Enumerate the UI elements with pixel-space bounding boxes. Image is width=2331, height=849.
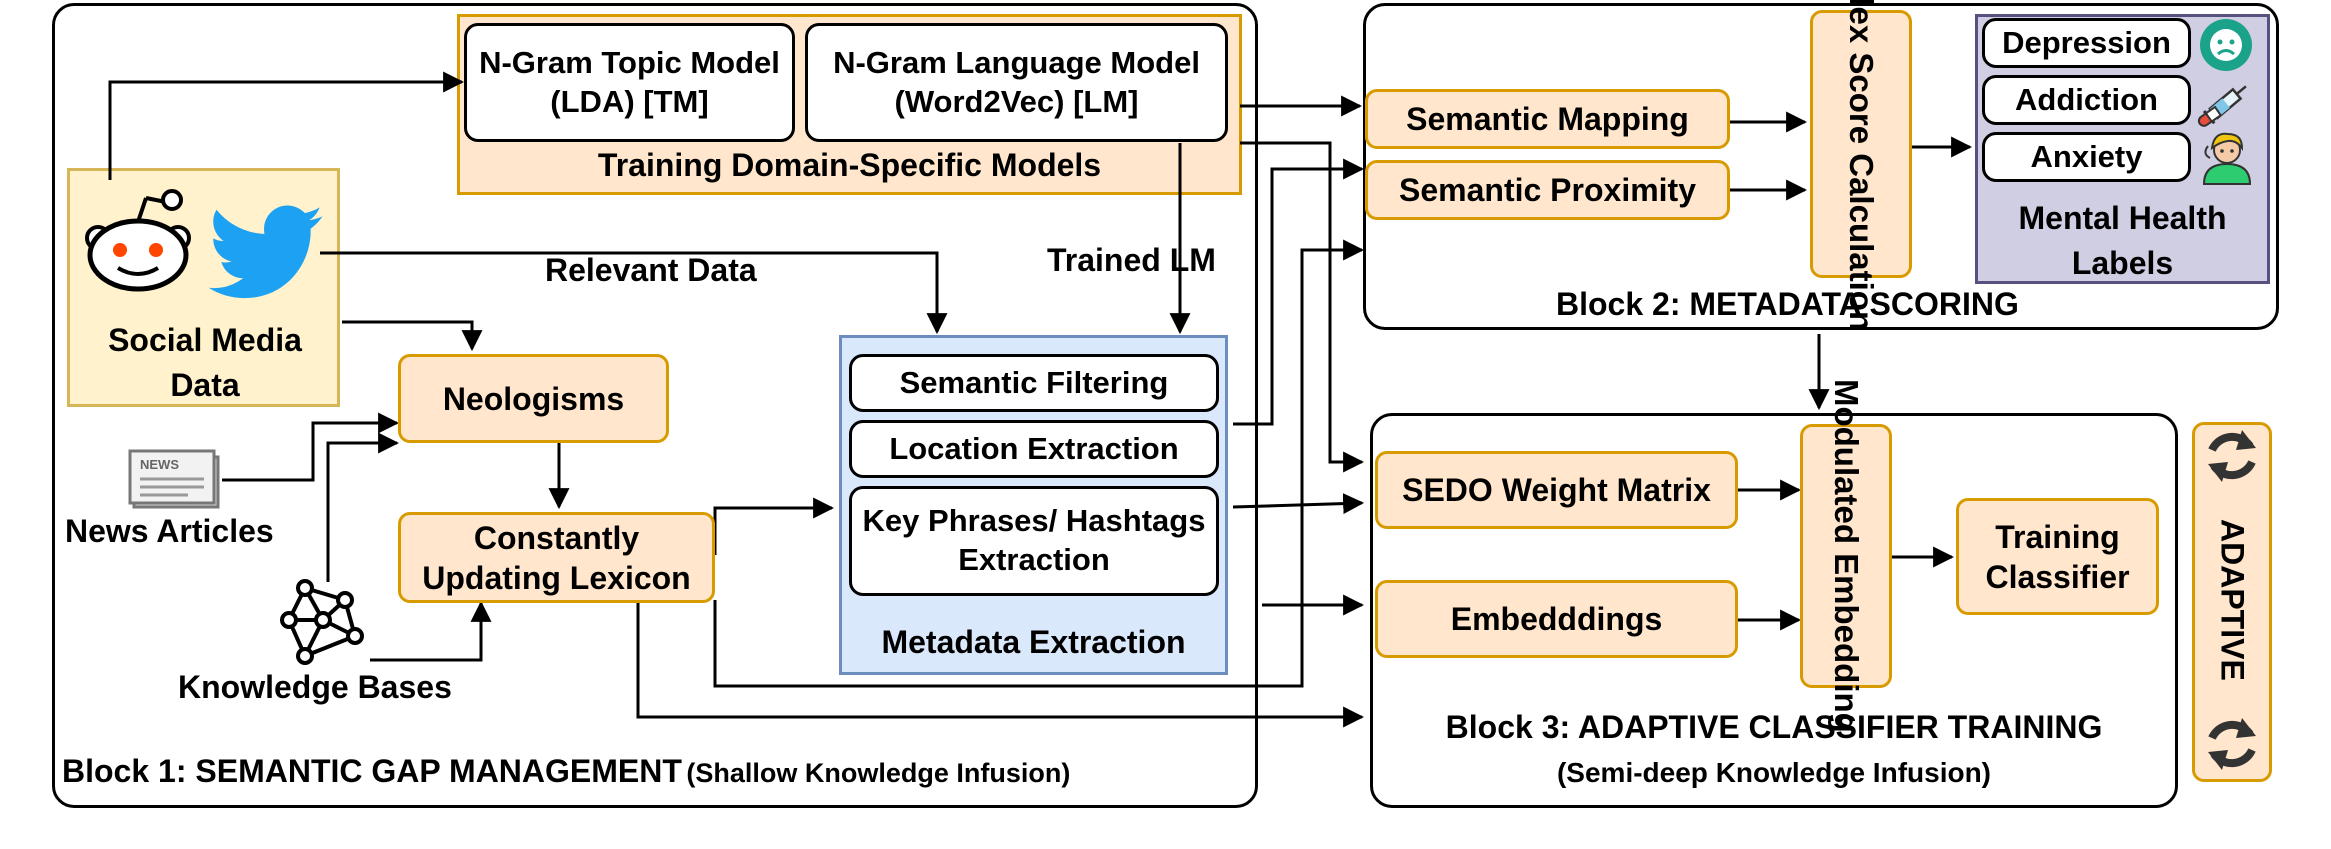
- block3-subtitle: (Semi-deep Knowledge Infusion): [1556, 757, 1991, 788]
- arrow-kb-to-lexicon: [370, 600, 492, 662]
- arrow-social-to-neologisms: [342, 320, 483, 352]
- anxiety-person-icon: [2202, 132, 2252, 185]
- arrow-keyphrases-to-sedo: [1232, 493, 1365, 515]
- arrow-lexicon-to-metadata: [713, 497, 835, 555]
- semantic-filtering-box: Semantic Filtering: [849, 354, 1219, 412]
- arrow-social-to-topic-model: [108, 71, 465, 180]
- twitter-icon: [208, 205, 323, 299]
- reddit-icon: [85, 189, 191, 292]
- newspaper-icon-text: NEWS: [140, 457, 179, 472]
- knowledge-bases-label: Knowledge Bases: [178, 669, 452, 705]
- mental-health-labels-title: Mental Health Labels: [2018, 200, 2227, 281]
- arrow-lexicon-to-block3: [636, 603, 1365, 728]
- lexicon-box: Constantly Updating Lexicon: [398, 512, 715, 603]
- block3-title: Block 3: ADAPTIVE CLASSIFIER TRAINING: [1445, 709, 2103, 745]
- relevant-data-label: Relevant Data: [545, 252, 757, 288]
- block1-title-main: Block 1: SEMANTIC GAP MANAGEMENT: [62, 753, 682, 789]
- location-extraction-box: Location Extraction: [849, 420, 1219, 478]
- newspaper-icon: NEWS: [128, 449, 220, 509]
- modulated-embedding-box: Modulated Embedding: [1800, 379, 1892, 733]
- label-addiction: Addiction: [1982, 75, 2191, 125]
- arrow-lexicon-to-embeddings: [713, 239, 1365, 688]
- ngram-topic-model-box: N-Gram Topic Model (LDA) [TM]: [464, 23, 795, 142]
- arrow-lm-to-sedo: [1240, 141, 1365, 473]
- embeddings-box: Embedddings: [1375, 580, 1738, 658]
- news-articles-label: News Articles: [65, 513, 274, 549]
- arrow-news-to-neologisms: [222, 412, 400, 482]
- index-score-box: Index Score Calculation: [1810, 0, 1912, 331]
- arrow-relevant-data: [320, 251, 948, 335]
- metadata-extraction-label: Metadata Extraction: [881, 624, 1186, 660]
- label-anxiety: Anxiety: [1982, 132, 2191, 182]
- block1-title: Block 1: SEMANTIC GAP MANAGEMENT (Shallo…: [62, 752, 1070, 790]
- refresh-icon-bottom: [2208, 718, 2256, 770]
- block2-title: Block 2: METADATA SCORING: [1556, 286, 2019, 322]
- training-models-label: Training Domain-Specific Models: [597, 147, 1102, 183]
- arrow-kb-to-neologisms: [326, 432, 400, 582]
- semantic-proximity-box: Semantic Proximity: [1365, 160, 1730, 220]
- social-media-label: Social Media Data: [108, 322, 302, 403]
- semantic-mapping-box: Semantic Mapping: [1365, 89, 1730, 149]
- refresh-icon-top: [2208, 430, 2256, 482]
- label-depression: Depression: [1982, 18, 2191, 68]
- sad-face-icon: [2200, 19, 2252, 71]
- syringe-pill-icon: [2197, 85, 2247, 127]
- arrow-filtering-to-proximity: [1233, 158, 1365, 426]
- ngram-language-model-box: N-Gram Language Model (Word2Vec) [LM]: [805, 23, 1228, 142]
- neologisms-box: Neologisms: [398, 354, 669, 443]
- trained-lm-label: Trained LM: [1047, 242, 1216, 278]
- knowledge-graph-icon: [280, 579, 364, 665]
- training-classifier-box: Training Classifier: [1956, 498, 2159, 615]
- sedo-weight-matrix-box: SEDO Weight Matrix: [1375, 451, 1738, 529]
- adaptive-label-wrap: ADAPTIVE: [2195, 495, 2269, 705]
- block1-title-sub: (Shallow Knowledge Infusion): [686, 758, 1071, 788]
- adaptive-label: ADAPTIVE: [2214, 519, 2251, 681]
- key-phrases-box: Key Phrases/ Hashtags Extraction: [849, 486, 1219, 596]
